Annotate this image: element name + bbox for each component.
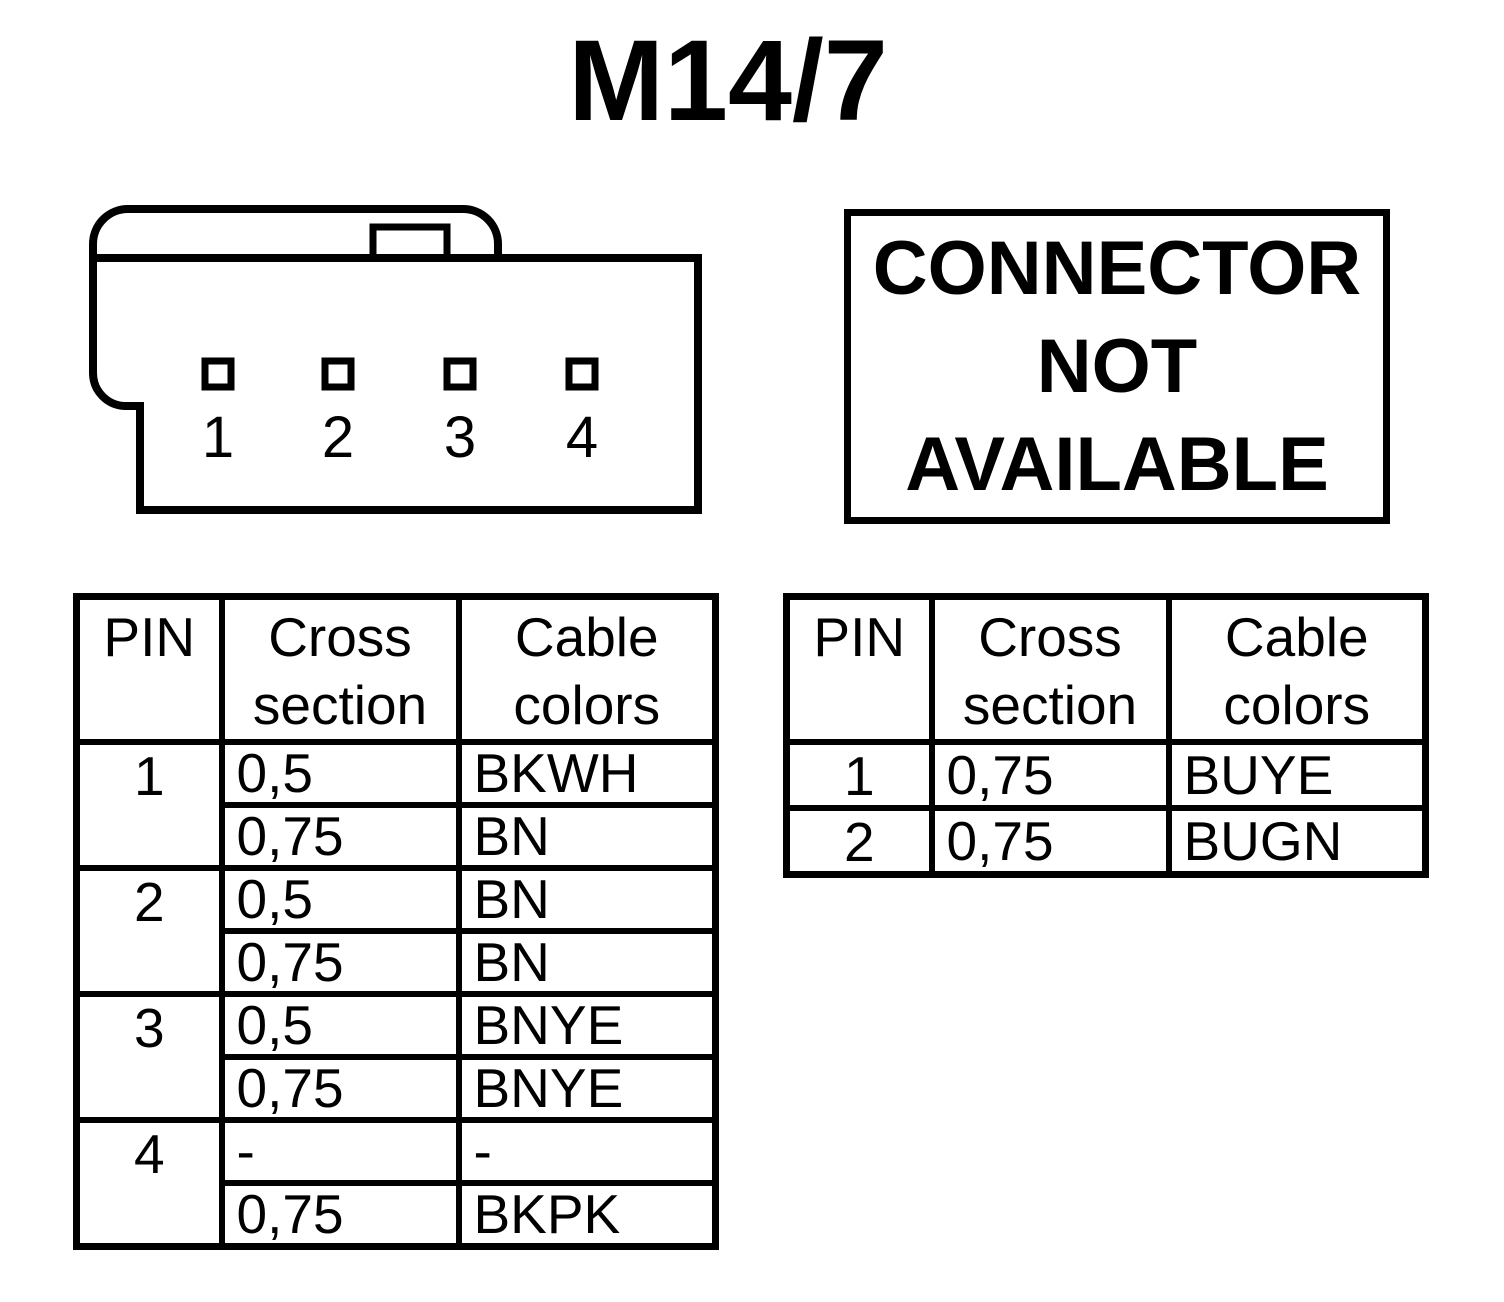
cable-color-cell: BN <box>455 865 719 934</box>
connector-not-available-notice: CONNECTOR NOT AVAILABLE <box>844 209 1390 524</box>
cable-color-cell: BN <box>455 802 719 871</box>
pin-number-4: 4 <box>566 405 598 470</box>
table-row: 0,75 BN <box>77 928 719 997</box>
cross-section-cell: 0,75 <box>218 928 462 997</box>
connector-body-outline <box>89 254 702 514</box>
pin-cell: 1 <box>783 739 935 811</box>
cross-section-cell: 0,5 <box>218 991 462 1060</box>
cross-section-cell: 0,75 <box>218 1054 462 1123</box>
table-header-row: PIN Cross section Cable colors <box>783 593 1429 745</box>
pin-cell: 1 <box>73 739 225 871</box>
cable-color-cell: BUGN <box>1165 805 1429 878</box>
cross-section-cell: 0,75 <box>928 739 1172 811</box>
cable-color-cell: - <box>455 1117 719 1186</box>
table-header-row: PIN Cross section Cable colors <box>73 593 719 745</box>
table-row: 0,75 BNYE <box>77 1054 719 1123</box>
table-row: 0,75 BN <box>77 802 719 871</box>
notice-line-1: CONNECTOR <box>872 225 1362 311</box>
pin-table-left: PIN Cross section Cable colors 1 0,5 BKW… <box>73 593 719 1250</box>
pin-number-2: 2 <box>322 405 354 470</box>
cable-color-cell: BNYE <box>455 1054 719 1123</box>
pin-cell: 2 <box>73 865 225 997</box>
header-cross-section: Cross section <box>928 593 1172 745</box>
cross-section-cell: - <box>218 1117 462 1186</box>
pin-number-3: 3 <box>444 405 476 470</box>
header-cross-section: Cross section <box>218 593 462 745</box>
cross-section-cell: 0,5 <box>218 865 462 934</box>
cross-section-cell: 0,75 <box>218 1180 462 1250</box>
cable-color-cell: BN <box>455 928 719 997</box>
cross-section-cell: 0,75 <box>218 802 462 871</box>
page-title: M14/7 <box>568 17 888 145</box>
pin-number-1: 1 <box>202 405 234 470</box>
table-row: 0,75 BKPK <box>77 1180 719 1250</box>
table-row: 3 0,5 BNYE <box>73 991 719 1123</box>
cross-section-cell: 0,5 <box>218 739 462 808</box>
notice-line-3: AVAILABLE <box>905 421 1329 507</box>
connector-diagram: 1 2 3 4 <box>89 205 702 514</box>
header-pin: PIN <box>783 593 935 745</box>
cable-color-cell: BKWH <box>455 739 719 808</box>
table-row: 1 0,75 BUYE <box>783 739 1429 811</box>
cable-color-cell: BNYE <box>455 991 719 1060</box>
pin-slot-2 <box>321 357 355 391</box>
table-row: 4 - - <box>73 1117 719 1250</box>
pin-slot-4 <box>565 357 599 391</box>
cross-section-cell: 0,75 <box>928 805 1172 878</box>
header-pin: PIN <box>73 593 225 745</box>
table-row: 2 0,75 BUGN <box>783 805 1429 878</box>
cable-color-cell: BUYE <box>1165 739 1429 811</box>
cable-color-cell: BKPK <box>455 1180 719 1250</box>
table-row: 2 0,5 BN <box>73 865 719 997</box>
connector-latch-tab <box>369 223 451 262</box>
pin-cell: 2 <box>783 805 935 878</box>
notice-line-2: NOT <box>1036 323 1198 409</box>
pin-cell: 4 <box>73 1117 225 1250</box>
table-row: 1 0,5 BKWH <box>73 739 719 871</box>
header-cable-colors: Cable colors <box>455 593 719 745</box>
pin-slot-3 <box>443 357 477 391</box>
header-cable-colors: Cable colors <box>1165 593 1429 745</box>
pin-table-right: PIN Cross section Cable colors 1 0,75 BU… <box>783 593 1429 878</box>
pin-slot-1 <box>201 357 235 391</box>
connector-cap-outline <box>89 205 502 514</box>
pin-cell: 3 <box>73 991 225 1123</box>
